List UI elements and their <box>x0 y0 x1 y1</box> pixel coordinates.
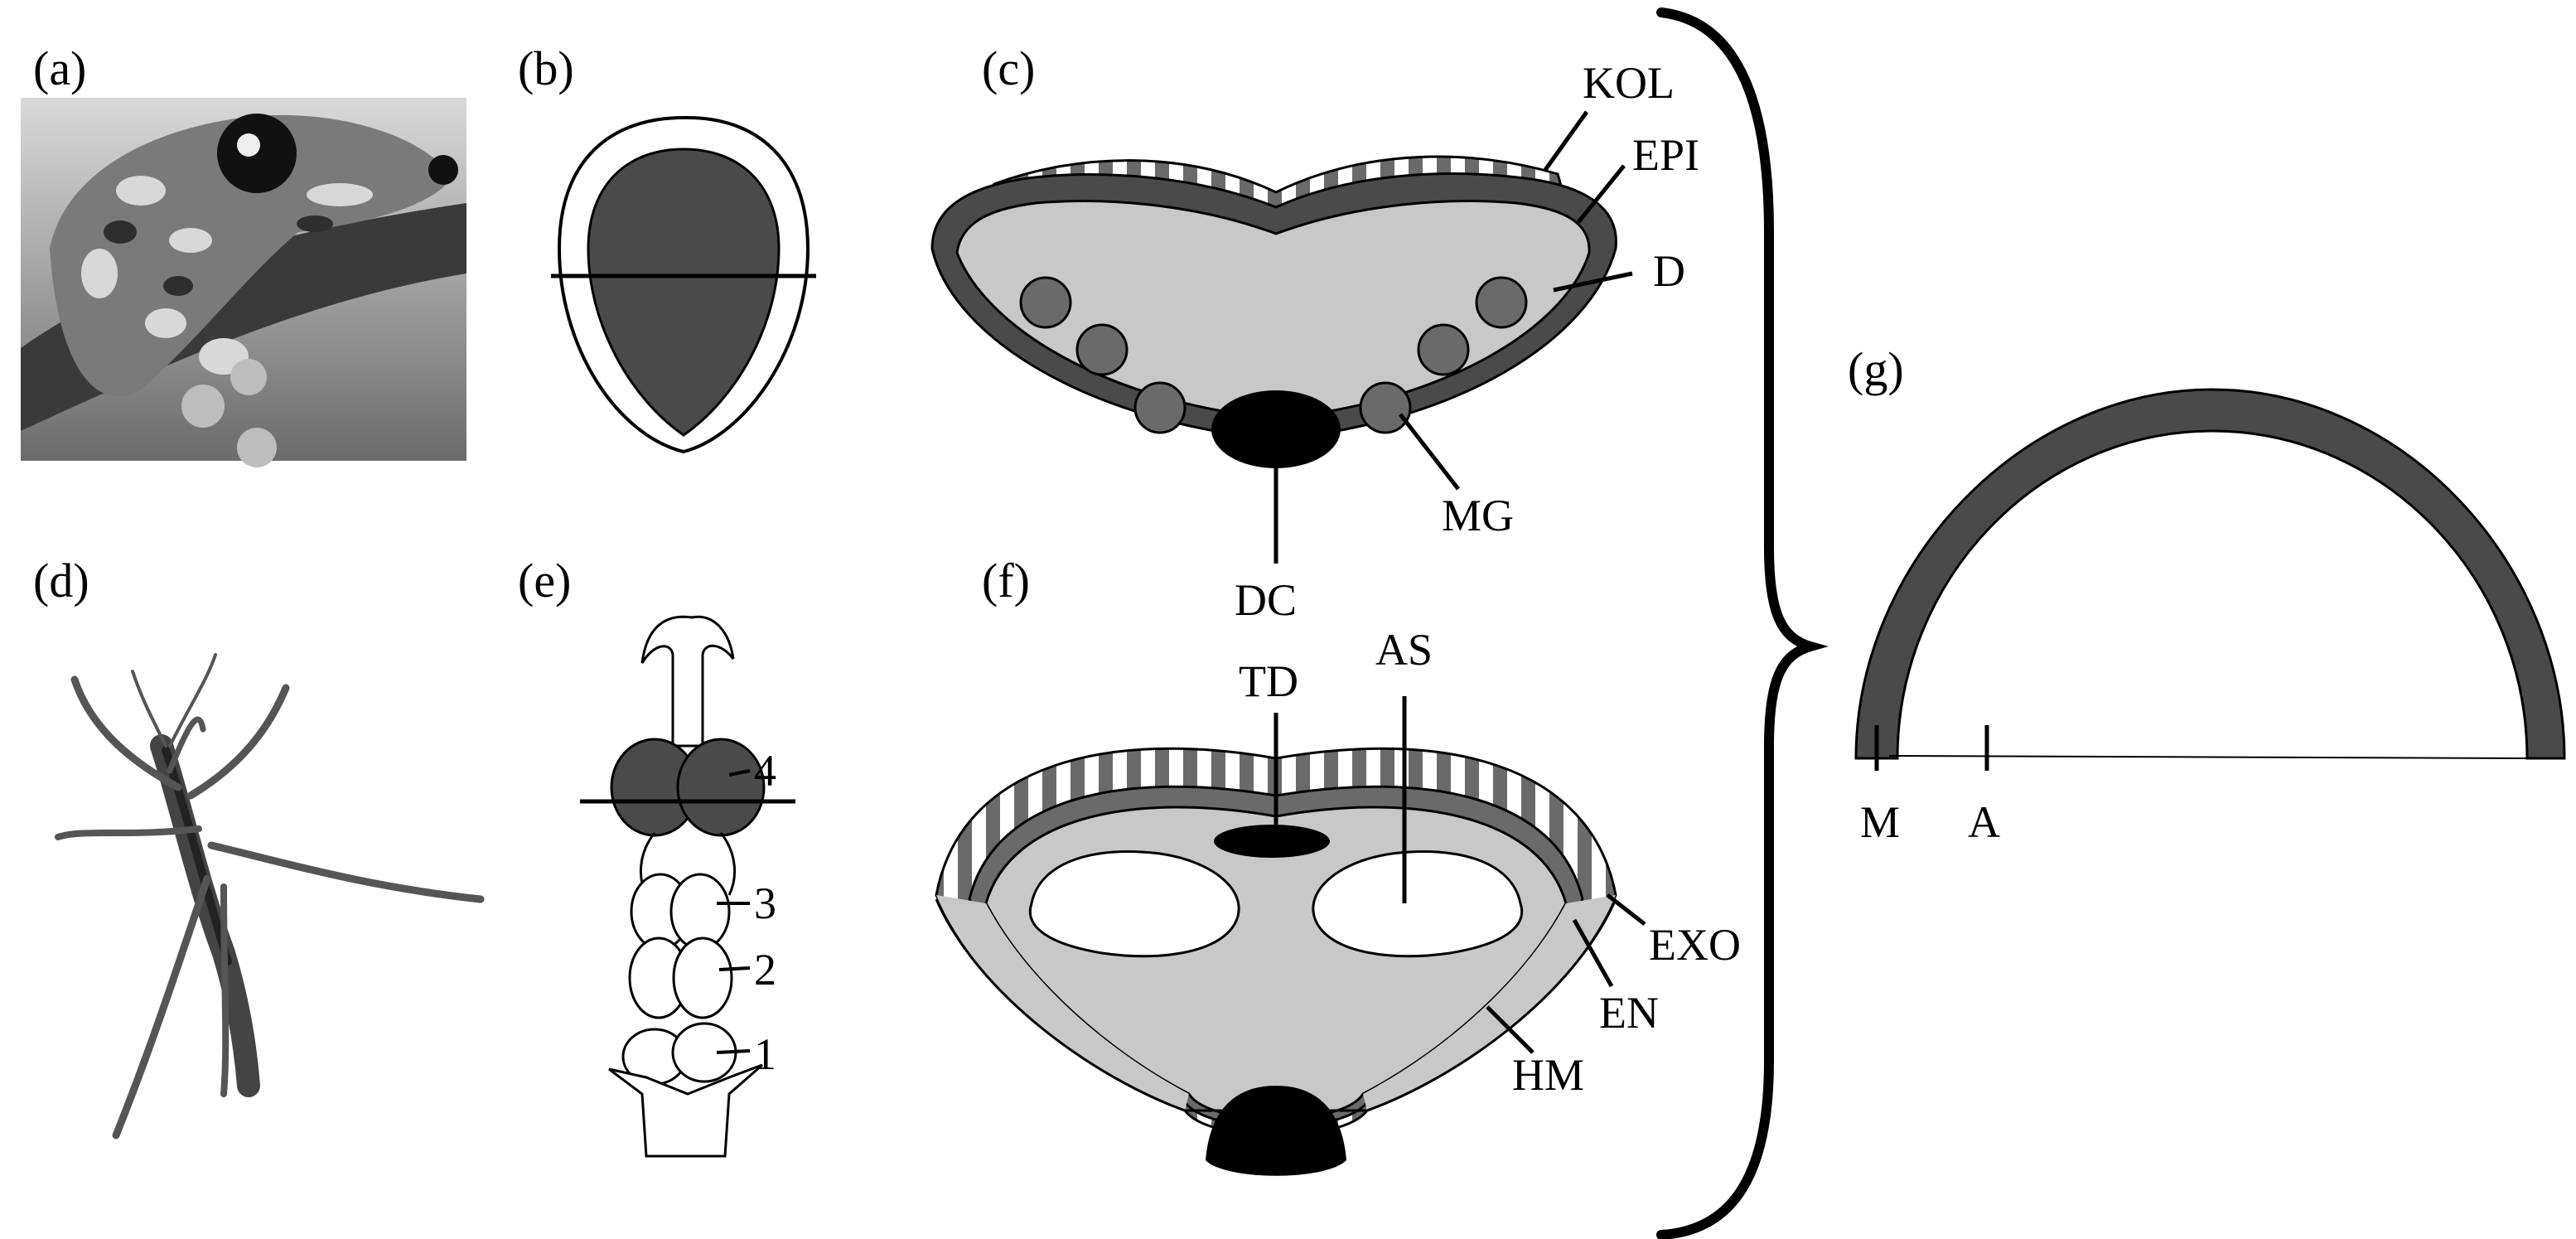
inner-fill <box>587 148 781 437</box>
frog-photo <box>21 98 466 467</box>
gland <box>1075 323 1129 376</box>
c-cross-section <box>930 155 1617 468</box>
panel-e: (e) 4 3 2 <box>518 554 795 1158</box>
gland <box>1417 323 1470 376</box>
label-en: EN <box>1599 988 1659 1038</box>
label-epi: EPI <box>1632 130 1699 180</box>
label-as: AS <box>1375 625 1433 675</box>
label-m: M <box>1860 797 1900 847</box>
panel-c: (c) KOL <box>930 41 1699 625</box>
gland <box>1133 381 1187 434</box>
panel-g: (g) M A <box>1848 342 2566 847</box>
curly-brace <box>1656 7 1829 1239</box>
panel-c-label: (c) <box>982 41 1035 95</box>
label-3: 3 <box>754 878 776 928</box>
f-cross-section <box>935 747 1617 1176</box>
air-sac-right <box>1312 850 1524 958</box>
panel-e-label: (e) <box>518 554 571 607</box>
panel-g-label: (g) <box>1848 342 1904 396</box>
ventral-mound <box>1206 1086 1346 1176</box>
segment-2-right <box>672 937 733 1019</box>
label-td: TD <box>1239 656 1298 706</box>
gland <box>1019 276 1072 329</box>
label-dc: DC <box>1235 575 1297 625</box>
panel-b-label: (b) <box>518 41 574 95</box>
label-hm: HM <box>1512 1050 1584 1100</box>
arch-layer <box>1854 388 2566 760</box>
label-mg: MG <box>1442 491 1514 540</box>
f-leaders <box>1274 696 1646 1054</box>
air-sac-left <box>1028 850 1240 958</box>
label-1: 1 <box>754 1029 776 1079</box>
label-4: 4 <box>754 746 776 796</box>
dorsal-cord <box>1211 390 1341 468</box>
tympanal-duct <box>1214 825 1330 858</box>
panel-b: (b) <box>518 41 816 454</box>
gland <box>1359 381 1412 434</box>
label-d: D <box>1653 246 1685 296</box>
label-2: 2 <box>754 945 776 995</box>
katydid-photo <box>55 653 485 1140</box>
e-organ <box>608 615 766 1158</box>
panel-f: (f) TD AS EXO <box>935 554 1741 1176</box>
c-leaders <box>1274 110 1633 564</box>
g-ticks <box>1874 725 1989 771</box>
baseline <box>1888 755 2528 759</box>
e-leaders <box>716 769 751 1054</box>
label-exo: EXO <box>1649 920 1741 970</box>
panel-f-label: (f) <box>982 554 1030 607</box>
panel-d-label: (d) <box>33 554 89 607</box>
panel-a-label: (a) <box>33 41 86 95</box>
gland <box>1475 276 1528 329</box>
label-kol: KOL <box>1583 58 1675 108</box>
segment-4-right <box>676 738 766 837</box>
label-a: A <box>1968 797 2000 847</box>
panel-a: (a) <box>21 41 466 467</box>
panel-d: (d) <box>33 554 485 1140</box>
